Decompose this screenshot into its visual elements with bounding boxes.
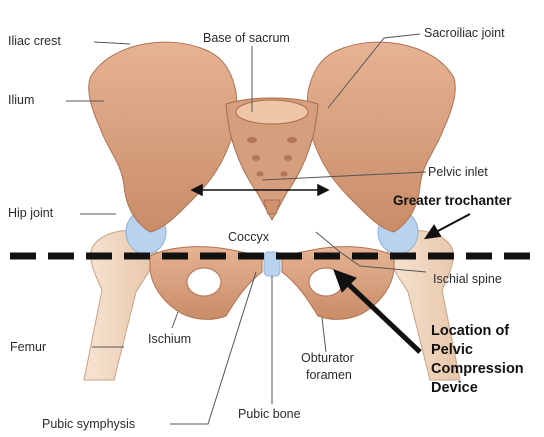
label-pubic-bone: Pubic bone — [238, 407, 301, 421]
sacral-base — [236, 100, 308, 124]
label-iliac-crest: Iliac crest — [8, 34, 61, 48]
label-base-of-sacrum: Base of sacrum — [203, 31, 290, 45]
label-obturator-foramen-2: foramen — [306, 368, 352, 382]
left-ilium — [89, 42, 237, 232]
device-line-4: Device — [431, 379, 524, 398]
label-device-location: Location of Pelvic Compression Device — [431, 322, 524, 398]
device-line-2: Pelvic — [431, 341, 524, 360]
label-hip-joint: Hip joint — [8, 206, 53, 220]
device-line-3: Compression — [431, 360, 524, 379]
left-obturator-foramen — [187, 268, 221, 296]
label-ilium: Ilium — [8, 93, 34, 107]
label-ischial-spine: Ischial spine — [433, 272, 502, 286]
label-pubic-symphysis: Pubic symphysis — [42, 417, 135, 431]
label-obturator-foramen-1: Obturator — [301, 351, 354, 365]
coccyx — [264, 200, 280, 214]
device-line-1: Location of — [431, 322, 524, 341]
label-ischium: Ischium — [148, 332, 191, 346]
label-sacroiliac-joint: Sacroiliac joint — [424, 26, 505, 40]
label-pelvic-inlet: Pelvic inlet — [428, 165, 488, 179]
label-femur: Femur — [10, 340, 46, 354]
label-coccyx: Coccyx — [228, 230, 269, 244]
greater-trochanter-arrow — [426, 214, 470, 238]
label-greater-trochanter: Greater trochanter — [393, 193, 512, 208]
